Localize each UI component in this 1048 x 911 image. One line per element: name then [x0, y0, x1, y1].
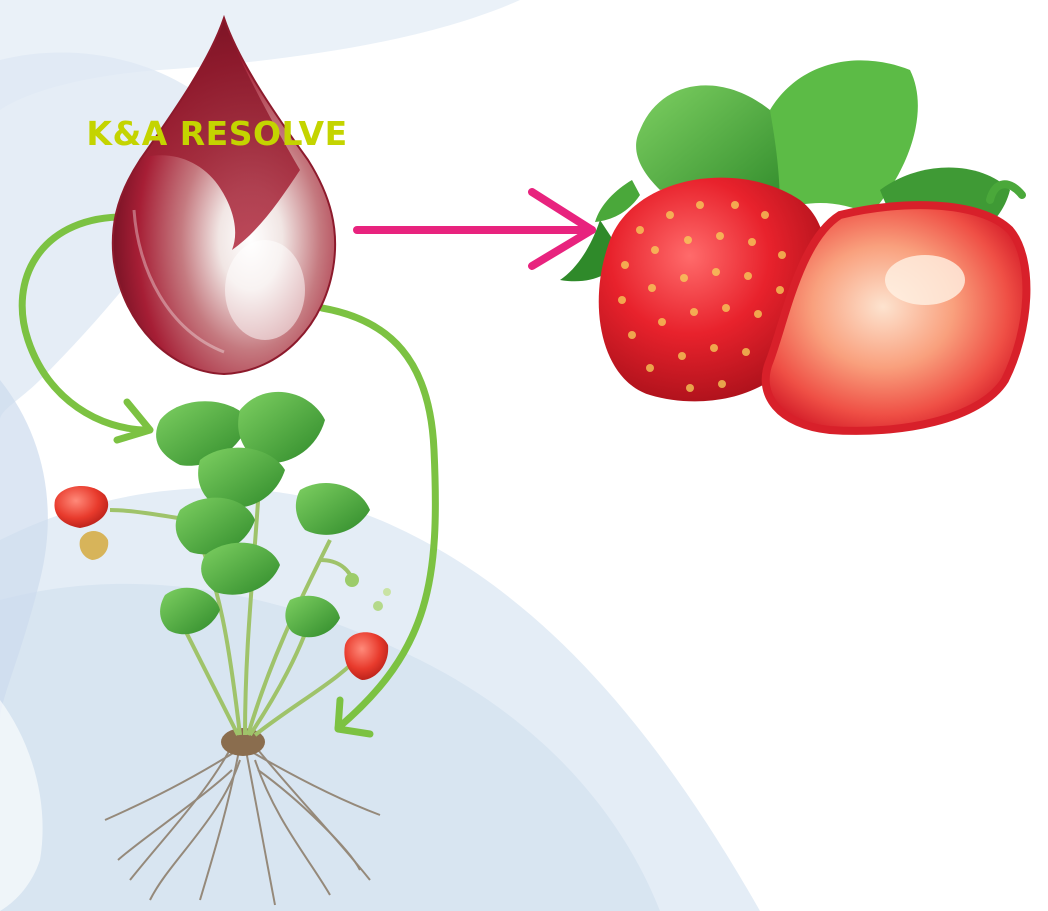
arrow-drop-to-fruit: [357, 192, 592, 266]
arrowhead-leaves: [117, 402, 150, 440]
strawberry-icon: [560, 60, 1026, 431]
product-label: K&A RESOLVE: [82, 114, 352, 153]
